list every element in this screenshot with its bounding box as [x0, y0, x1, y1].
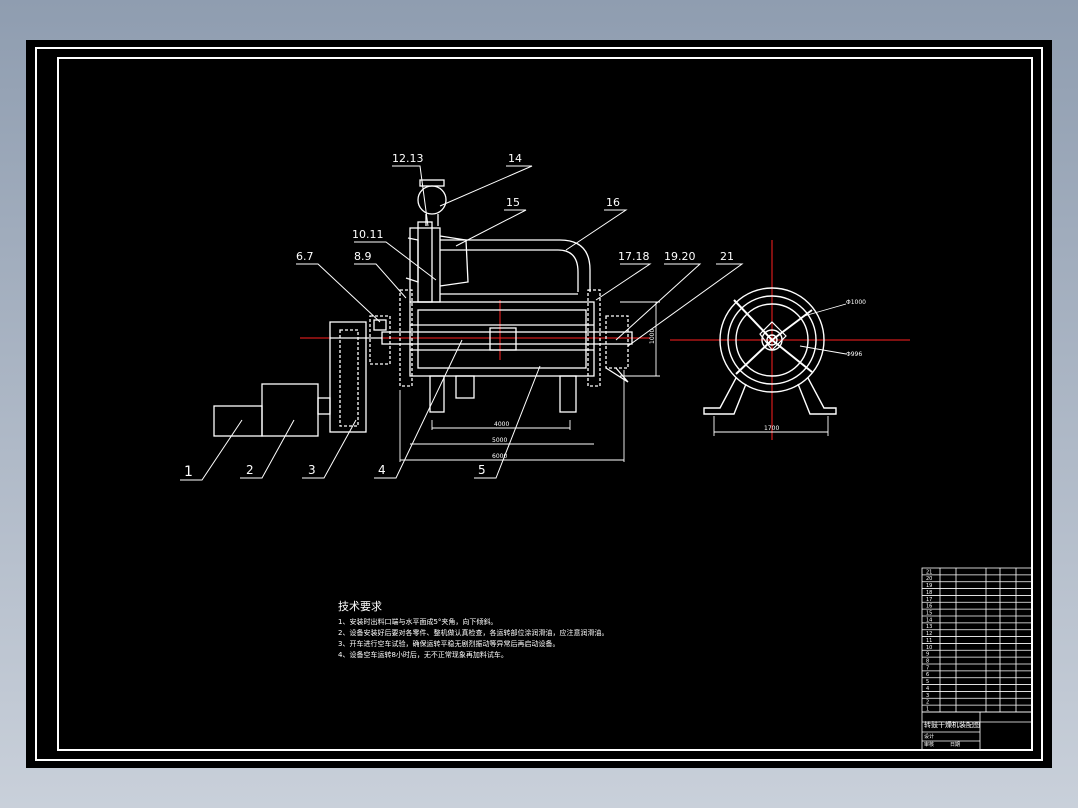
parts-list-row-number: 9 — [926, 652, 929, 658]
parts-list-row-number: 10 — [926, 645, 932, 651]
part-label-10-11: 10.11 — [352, 228, 384, 241]
parts-list-row-number: 16 — [926, 604, 932, 610]
dim-phi996: Φ996 — [846, 351, 862, 358]
part-label-19-20: 19.20 — [664, 250, 696, 263]
dim-1700: 1700 — [764, 425, 779, 432]
tech-req-item-2: 2、设备安装好后要对各零件、整机做认真检查，各运转部位涂润滑油，应注意润滑油。 — [338, 628, 608, 637]
part-label-15: 15 — [506, 196, 520, 209]
part-label-5: 5 — [478, 463, 486, 477]
dim-1000: 1000 — [649, 329, 656, 344]
parts-list-row-number: 21 — [926, 569, 932, 575]
front-view — [180, 165, 744, 481]
parts-list-row-number: 14 — [926, 617, 932, 623]
tech-req-item-1: 1、安装时出料口端与水平面成5°夹角，向下倾斜。 — [338, 617, 497, 626]
parts-list-row-number: 15 — [926, 611, 932, 617]
part-label-17-18: 17.18 — [618, 250, 650, 263]
tech-req-title: 技术要求 — [338, 600, 382, 613]
part-label-2: 2 — [246, 463, 254, 477]
parts-list-row-number: 13 — [926, 624, 932, 630]
dim-phi1000: Φ1000 — [846, 299, 866, 306]
drawing-name: 转鼓干燥机装配图 — [924, 720, 980, 729]
parts-list-row-number: 4 — [926, 686, 929, 692]
parts-list-row-number: 19 — [926, 583, 932, 589]
part-label-8-9: 8.9 — [354, 250, 372, 263]
parts-list-row-number: 8 — [926, 659, 929, 665]
dim-6000: 6000 — [492, 453, 507, 460]
parts-list-row-number: 5 — [926, 679, 929, 685]
title-block — [921, 567, 1033, 751]
tech-req-item-3: 3、开车进行空车试验，确保运转平稳无剧烈振动等异常后再启动设备。 — [338, 639, 559, 648]
parts-list-row-number: 18 — [926, 590, 932, 596]
field-review: 审核 — [924, 741, 934, 748]
side-view — [670, 240, 910, 440]
dim-5000: 5000 — [492, 437, 507, 444]
parts-list-row-number: 17 — [926, 597, 932, 603]
drawing-sheet — [26, 40, 1052, 768]
parts-list-row-number: 11 — [926, 638, 932, 644]
tech-requirements: 技术要求 1、安装时出料口端与水平面成5°夹角，向下倾斜。 2、设备安装好后要对… — [338, 600, 608, 659]
inner-border — [57, 57, 1033, 751]
part-label-12-13: 12.13 — [392, 152, 424, 165]
parts-list-row-number: 20 — [926, 576, 932, 582]
parts-list-row-number: 6 — [926, 672, 929, 678]
field-date: 日期 — [950, 742, 960, 748]
part-label-14: 14 — [508, 152, 522, 165]
parts-list-row-number: 3 — [926, 693, 929, 699]
part-label-1: 1 — [184, 464, 193, 480]
dim-4000: 4000 — [494, 421, 509, 428]
part-label-16: 16 — [606, 196, 620, 209]
outer-border — [35, 47, 1043, 761]
parts-list-row-number: 2 — [926, 700, 929, 706]
parts-list-row-number: 12 — [926, 631, 932, 637]
part-label-4: 4 — [378, 463, 386, 477]
parts-list-row-number: 1 — [926, 707, 929, 713]
tech-req-item-4: 4、设备空车运转8小时后，无不正常现象再加料试车。 — [338, 650, 508, 659]
parts-list-row-number: 7 — [926, 665, 929, 671]
field-design: 设计 — [924, 733, 934, 740]
part-label-21: 21 — [720, 250, 734, 263]
part-label-6-7: 6.7 — [296, 250, 314, 263]
part-label-3: 3 — [308, 463, 316, 477]
